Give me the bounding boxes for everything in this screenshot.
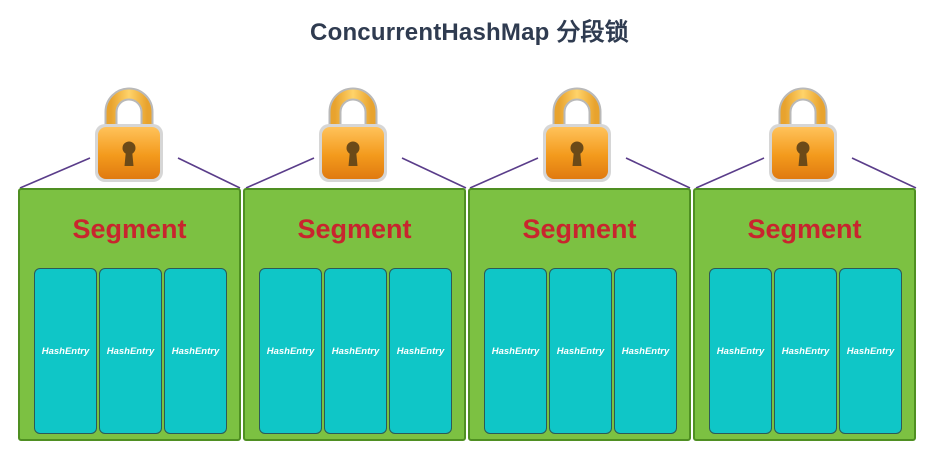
padlock-icon	[769, 87, 837, 182]
segment-label: Segment	[522, 214, 637, 244]
hash-entry: HashEntry	[99, 268, 162, 434]
hash-entry: HashEntry	[839, 268, 902, 434]
hash-entry: HashEntry	[549, 268, 612, 434]
hash-entry-label: HashEntry	[556, 345, 605, 357]
segment-box-3: Segment HashEntry HashEntry HashEntry	[468, 188, 691, 441]
hash-entry-label: HashEntry	[716, 345, 765, 357]
segment-label: Segment	[297, 214, 412, 244]
segment-label: Segment	[72, 214, 187, 244]
hash-entry-label: HashEntry	[396, 345, 445, 357]
diagram-title: ConcurrentHashMap 分段锁	[310, 19, 629, 46]
hash-entry: HashEntry	[34, 268, 97, 434]
hash-entry-label: HashEntry	[781, 345, 830, 357]
padlock-icon	[95, 87, 163, 182]
hash-entry-label: HashEntry	[846, 345, 895, 357]
hash-entry-label: HashEntry	[106, 345, 155, 357]
hash-entry: HashEntry	[259, 268, 322, 434]
segment-box-2: Segment HashEntry HashEntry HashEntry	[243, 188, 466, 441]
hash-entry: HashEntry	[389, 268, 452, 434]
segment-box-4: Segment HashEntry HashEntry HashEntry	[693, 188, 916, 441]
hash-entry-label: HashEntry	[621, 345, 670, 357]
hash-entry-label: HashEntry	[491, 345, 540, 357]
hash-entry-label: HashEntry	[266, 345, 315, 357]
hash-entry: HashEntry	[614, 268, 677, 434]
hash-entry: HashEntry	[709, 268, 772, 434]
hash-entry: HashEntry	[774, 268, 837, 434]
hash-entry: HashEntry	[164, 268, 227, 434]
hash-entry-label: HashEntry	[171, 345, 220, 357]
hash-entry-label: HashEntry	[331, 345, 380, 357]
segment-label: Segment	[747, 214, 862, 244]
hash-entry: HashEntry	[484, 268, 547, 434]
hash-entry: HashEntry	[324, 268, 387, 434]
hash-entry-label: HashEntry	[41, 345, 90, 357]
segment-box-1: Segment HashEntry HashEntry HashEntry	[18, 188, 241, 441]
padlock-icon	[319, 87, 387, 182]
padlock-icon	[543, 87, 611, 182]
